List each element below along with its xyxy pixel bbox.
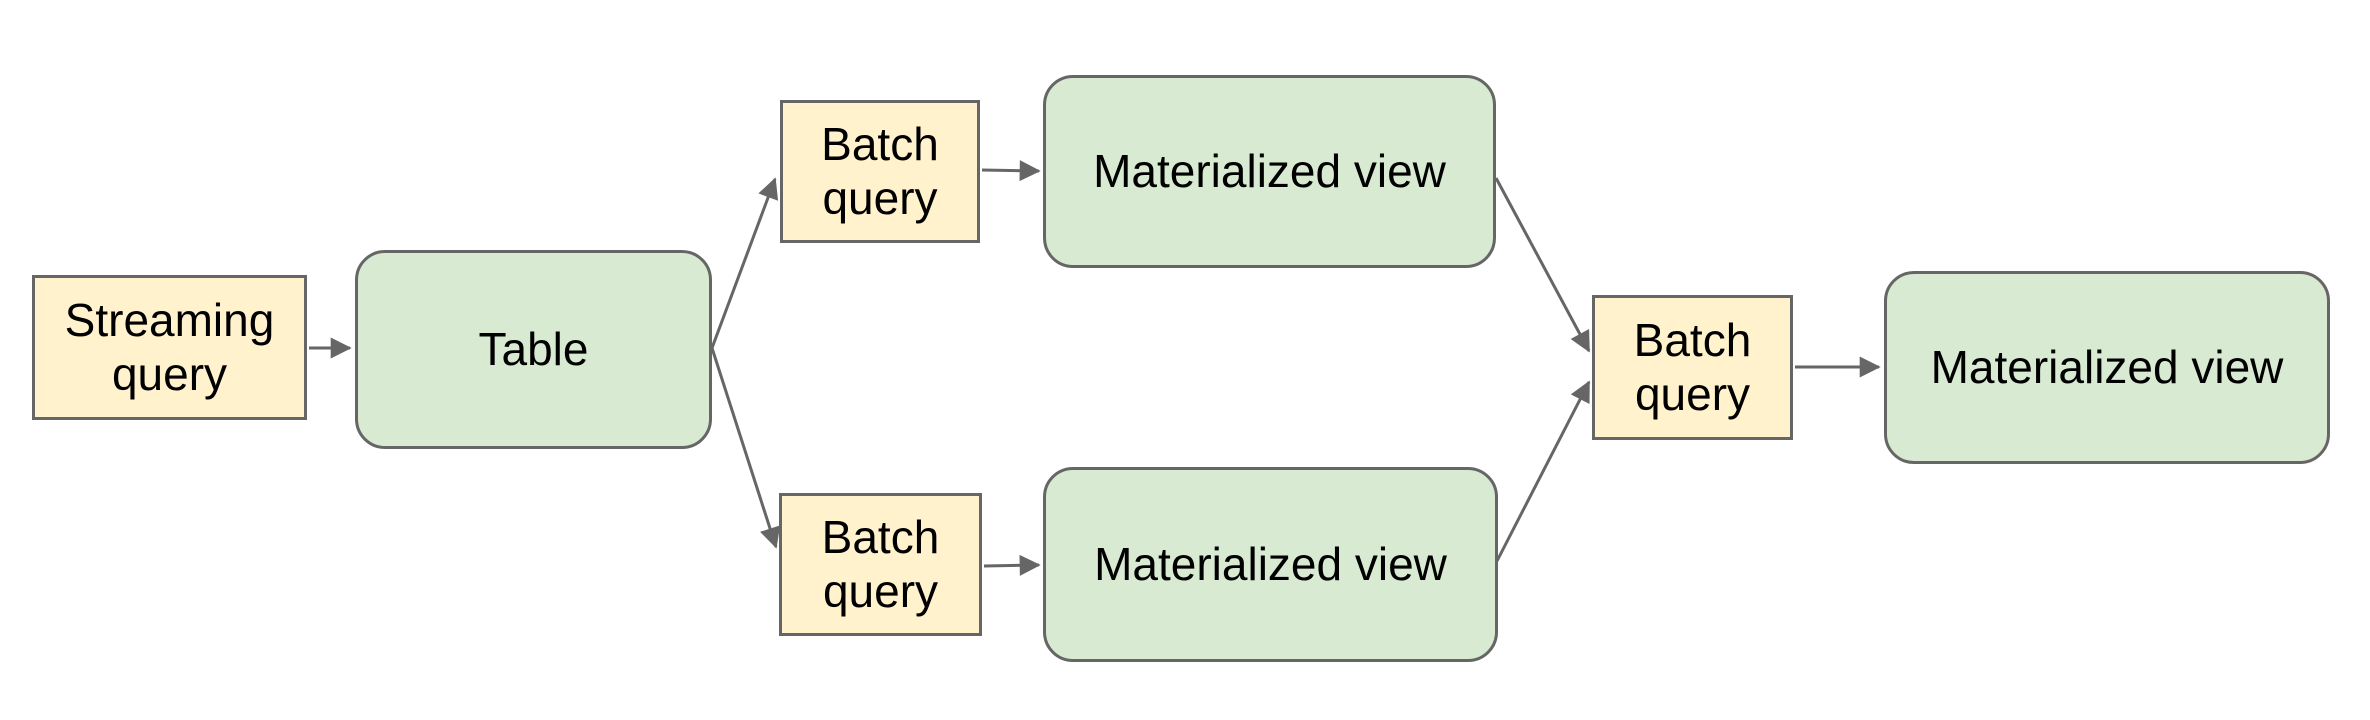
- node-batch-query-bottom: Batch query: [779, 493, 982, 636]
- connector-table-to-batch-top: [710, 177, 779, 349]
- node-label: Batch query: [821, 118, 939, 224]
- connector-batch-bottom-to-mv-bottom: [983, 554, 1041, 576]
- node-materialized-view-final: Materialized view: [1884, 271, 2330, 464]
- node-streaming-query: Streaming query: [32, 275, 307, 420]
- connector-mv-bottom-to-batch-final: [1495, 380, 1591, 562]
- node-table: Table: [355, 250, 712, 449]
- node-batch-query-top: Batch query: [780, 100, 980, 243]
- node-label: Materialized view: [1093, 144, 1446, 197]
- node-label: Streaming query: [64, 294, 275, 400]
- node-label: Batch query: [821, 511, 940, 617]
- node-materialized-view-top: Materialized view: [1043, 75, 1496, 268]
- connector-batch-top-to-mv-top: [981, 160, 1041, 182]
- node-label: Batch query: [1633, 314, 1752, 420]
- connector-table-to-batch-bottom: [710, 347, 781, 549]
- node-label: Materialized view: [1094, 537, 1447, 590]
- connector-mv-top-to-batch-final: [1494, 177, 1591, 353]
- node-batch-query-final: Batch query: [1592, 295, 1793, 440]
- node-label: Table: [478, 322, 589, 375]
- node-materialized-view-bottom: Materialized view: [1043, 467, 1498, 662]
- node-label: Materialized view: [1930, 340, 2284, 393]
